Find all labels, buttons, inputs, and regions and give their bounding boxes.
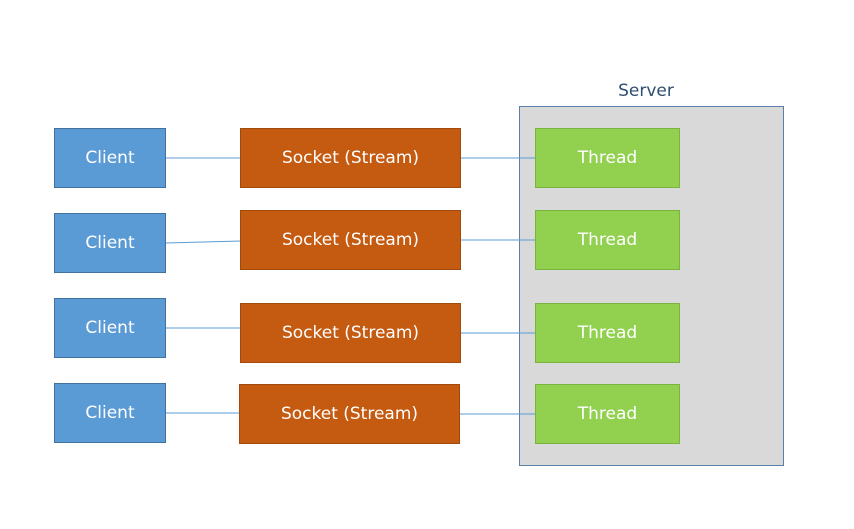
socket-label: Socket (Stream): [281, 230, 420, 250]
thread-label: Thread: [577, 404, 638, 424]
socket-node-3: Socket (Stream): [240, 303, 461, 363]
thread-node-2: Thread: [535, 210, 680, 270]
server-label: Server: [618, 81, 674, 101]
client-label: Client: [85, 318, 135, 338]
thread-label: Thread: [577, 230, 638, 250]
client-node-1: Client: [54, 128, 166, 188]
socket-node-1: Socket (Stream): [240, 128, 461, 188]
thread-label: Thread: [577, 148, 638, 168]
client-node-2: Client: [54, 213, 166, 273]
thread-node-3: Thread: [535, 303, 680, 363]
thread-node-4: Thread: [535, 384, 680, 444]
socket-label: Socket (Stream): [281, 148, 420, 168]
thread-node-1: Thread: [535, 128, 680, 188]
client-label: Client: [85, 233, 135, 253]
thread-label: Thread: [577, 323, 638, 343]
socket-label: Socket (Stream): [280, 404, 419, 424]
connector-client-socket-2: [165, 240, 242, 244]
socket-label: Socket (Stream): [281, 323, 420, 343]
socket-node-2: Socket (Stream): [240, 210, 461, 270]
client-label: Client: [85, 403, 135, 423]
socket-node-4: Socket (Stream): [239, 384, 460, 444]
client-node-3: Client: [54, 298, 166, 358]
client-label: Client: [85, 148, 135, 168]
client-node-4: Client: [54, 383, 166, 443]
